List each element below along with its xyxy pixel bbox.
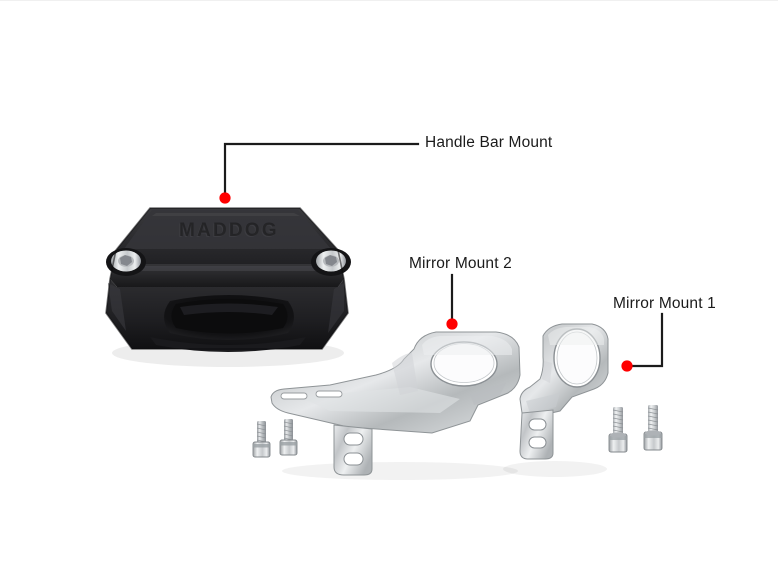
mm1-leg	[519, 409, 554, 460]
svg-text:MADDOG: MADDOG	[178, 221, 278, 242]
handle-bar-clamp-part: MADDOG MADDOG	[105, 207, 351, 367]
callout-dot-mirror-mount-1	[621, 360, 633, 372]
mm2-bolt-1	[252, 421, 271, 458]
clamp-mid-band	[110, 250, 344, 287]
callout-label-handle-bar-mount: Handle Bar Mount	[425, 134, 553, 151]
clamp-bolt-left	[106, 248, 146, 276]
callout-label-mirror-mount-1: Mirror Mount 1	[613, 295, 716, 312]
callout-label-mirror-mount-2: Mirror Mount 2	[409, 255, 512, 272]
mirror-mount-1-part	[503, 323, 663, 477]
mm2-bolt-2	[279, 419, 298, 456]
callout-dot-mirror-mount-2	[446, 318, 458, 330]
callout-dot-handle-bar-mount	[219, 192, 231, 204]
callout-leaders	[219, 142, 664, 372]
leader-handle-bar-mount	[219, 142, 420, 204]
clamp-brand-emboss: MADDOG MADDOG	[178, 220, 279, 242]
svg-text:MADDOG: MADDOG	[179, 220, 279, 241]
mm1-bolt-2	[643, 405, 663, 451]
clamp-bolt-right	[311, 248, 351, 276]
leader-mirror-mount-2	[446, 273, 458, 330]
mirror-mount-2-part	[252, 331, 521, 480]
leader-mirror-mount-1	[621, 312, 664, 372]
mm2-rail-slots	[280, 390, 343, 400]
mm1-bolt-1	[608, 407, 628, 453]
